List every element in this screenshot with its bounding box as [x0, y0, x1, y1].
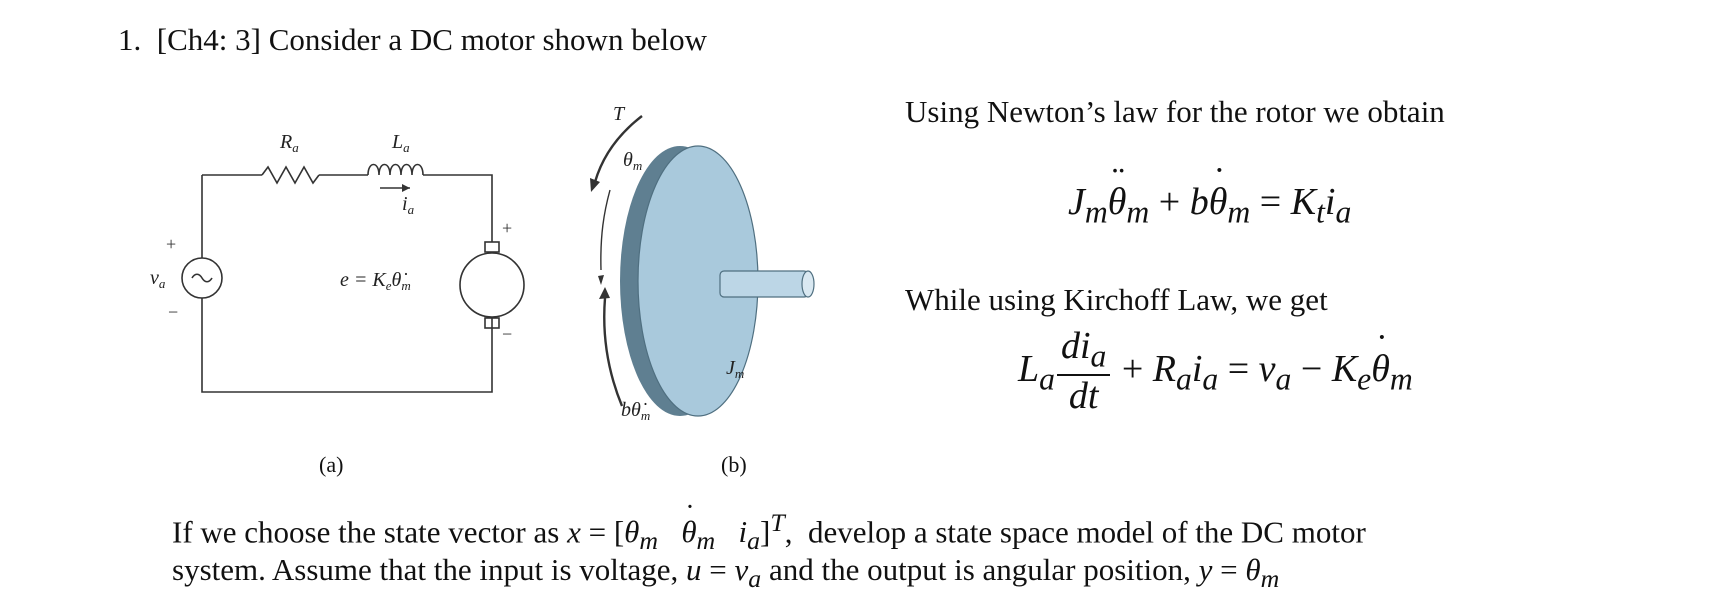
source-plus: +: [166, 234, 176, 254]
source-label: va: [150, 267, 166, 291]
question-line-2: system. Assume that the input is voltage…: [172, 552, 1280, 594]
source-minus: −: [168, 302, 178, 322]
resistor: [261, 165, 320, 185]
angle-label: θm: [623, 149, 642, 173]
problem-heading: 1. [Ch4: 3] Consider a DC motor shown be…: [118, 22, 707, 58]
resistor-label: Ra: [279, 131, 299, 155]
inductor-label: La: [391, 131, 410, 155]
damping-label: bθ̇m: [621, 399, 650, 423]
newton-equation: Jmθm + bθm = Ktia: [1068, 180, 1351, 231]
circuit-diagram: Ra La ia va e = Keθ̇m + − + −: [150, 131, 525, 393]
problem-number: 1.: [118, 22, 142, 57]
newton-text: Using Newton’s law for the rotor we obta…: [905, 94, 1445, 129]
current-label: ia: [402, 193, 415, 217]
back-emf-label: e = Keθ̇m: [340, 269, 411, 293]
torque-label: T: [613, 103, 626, 125]
rotor-diagram: T θm bθ̇m Jm: [590, 103, 815, 423]
problem-title: Consider a DC motor shown below: [268, 22, 707, 57]
shaft: [719, 270, 809, 298]
kirchoff-text: While using Kirchoff Law, we get: [905, 282, 1328, 317]
caption-b: (b): [721, 452, 747, 477]
question-line-1: If we choose the state vector as x = [θm…: [172, 508, 1366, 557]
caption-a: (a): [319, 452, 344, 477]
motor-plus: +: [502, 218, 512, 238]
inductor: [367, 163, 424, 176]
motor: [459, 252, 525, 318]
voltage-source: [181, 257, 223, 299]
motor-minus: −: [502, 324, 512, 344]
chapter-tag: [Ch4: 3]: [156, 22, 261, 57]
